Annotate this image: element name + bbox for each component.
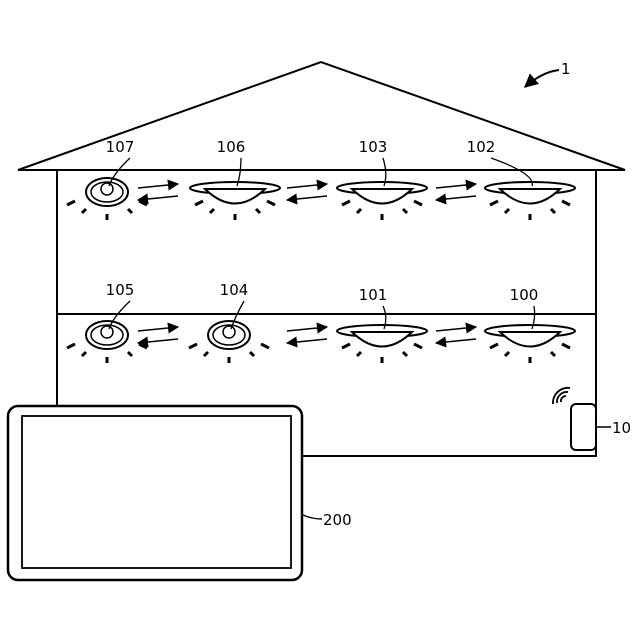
light-ref-label: 105 [106, 281, 135, 299]
light-100: 100 [485, 286, 575, 363]
figure-arrow [525, 70, 559, 87]
tablet-ref-label: 200 [323, 511, 352, 529]
lights-layer: 107 106 103 102 105 104 101 100 [67, 138, 575, 363]
bidirectional-arrow-icon [287, 327, 327, 343]
bidirectional-arrow-icon [138, 184, 178, 200]
light-106: 106 [190, 138, 280, 220]
controller-device: 10 [553, 388, 631, 450]
light-102: 102 [467, 138, 575, 220]
figure-ref-label: 1 [561, 60, 571, 78]
light-107: 107 [67, 138, 147, 220]
light-ref-label: 107 [106, 138, 135, 156]
links-layer [138, 184, 476, 343]
bidirectional-arrow-icon [287, 184, 327, 200]
light-104: 104 [189, 281, 269, 363]
controller-box [571, 404, 596, 450]
light-101: 101 [337, 286, 427, 363]
light-ref-label: 104 [220, 281, 249, 299]
bidirectional-arrow-icon [436, 184, 476, 200]
light-ref-label: 102 [467, 138, 496, 156]
bidirectional-arrow-icon [138, 327, 178, 343]
tablet-screen [22, 416, 291, 568]
light-ref-label: 100 [510, 286, 539, 304]
light-ref-label: 101 [359, 286, 388, 304]
light-ref-label: 106 [217, 138, 246, 156]
wireless-signal-icon [553, 388, 570, 404]
controller-ref-label: 10 [612, 419, 631, 437]
tablet-leader [303, 515, 322, 519]
light-ref-label: 103 [359, 138, 388, 156]
tablet-device: 200 [8, 406, 352, 580]
light-105: 105 [67, 281, 147, 363]
bidirectional-arrow-icon [436, 327, 476, 343]
light-103: 103 [337, 138, 427, 220]
